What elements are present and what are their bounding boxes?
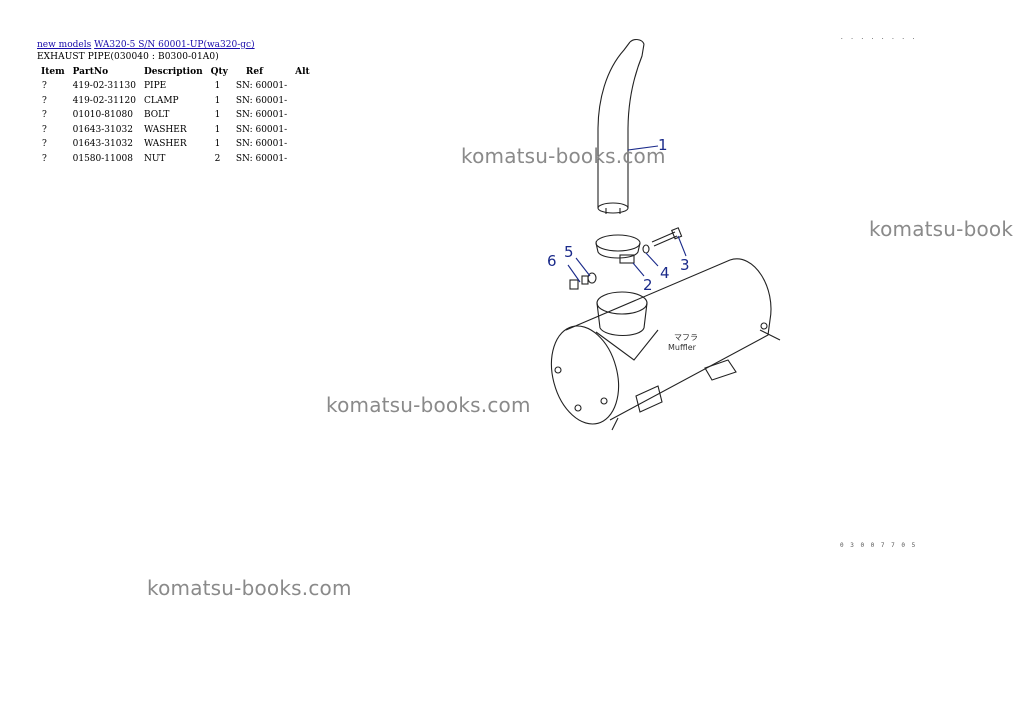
cell-alt bbox=[291, 108, 314, 123]
bolt-part bbox=[651, 227, 683, 247]
cell-qty: 2 bbox=[214, 153, 221, 164]
header-description: Description bbox=[143, 67, 203, 77]
callout-labels: 1 2 3 4 5 6 bbox=[547, 136, 690, 294]
cell-description: PIPE bbox=[143, 81, 167, 91]
watermark: komatsu-books.com bbox=[461, 144, 666, 168]
cell-item: ? bbox=[42, 139, 47, 149]
breadcrumb: new models WA320-5 S/N 60001-UP(wa320-gc… bbox=[37, 40, 255, 51]
cell-item: ? bbox=[42, 95, 47, 106]
cell-partno: 01643-31032 bbox=[72, 124, 133, 135]
cell-ref: SN: 60001- bbox=[235, 139, 288, 149]
cell-alt bbox=[291, 123, 314, 138]
cell-ref: SN: 60001- bbox=[235, 81, 288, 91]
cell-description: WASHER bbox=[143, 139, 187, 149]
cell-alt bbox=[291, 79, 314, 94]
cell-description: BOLT bbox=[143, 110, 170, 120]
header-ref: Ref bbox=[245, 67, 263, 77]
header-qty: Qty bbox=[210, 67, 228, 77]
parts-table: Item PartNo Description Qty Ref Alt ? 41… bbox=[37, 66, 314, 166]
callout-1: 1 bbox=[658, 136, 668, 154]
page-title: EXHAUST PIPE(030040 : B0300-01A0) bbox=[37, 52, 219, 62]
muffler-label-en: Muffler bbox=[668, 343, 697, 352]
table-header-row: Item PartNo Description Qty Ref Alt bbox=[37, 66, 314, 79]
cell-alt bbox=[291, 137, 314, 152]
cell-partno: 01580-11008 bbox=[72, 153, 133, 164]
header-alt: Alt bbox=[295, 67, 310, 77]
table-row: ? 01643-31032 WASHER 1 SN: 60001- bbox=[37, 137, 314, 152]
table-row: ? 01010-81080 BOLT 1 SN: 60001- bbox=[37, 108, 314, 123]
nut-part-6 bbox=[569, 279, 579, 290]
header-partno: PartNo bbox=[72, 67, 109, 77]
exhaust-pipe-part bbox=[597, 39, 645, 214]
diagram-code-bottom: 0 3 0 0 7 7 0 5 bbox=[840, 542, 917, 549]
table-row: ? 419-02-31120 CLAMP 1 SN: 60001- bbox=[37, 94, 314, 109]
cell-item: ? bbox=[42, 153, 47, 164]
cell-item: ? bbox=[42, 124, 47, 135]
cell-ref: SN: 60001- bbox=[235, 110, 288, 120]
table-row: ? 01643-31032 WASHER 1 SN: 60001- bbox=[37, 123, 314, 138]
cell-ref: SN: 60001- bbox=[235, 95, 288, 106]
callout-4: 4 bbox=[660, 264, 670, 282]
muffler-label-jp: マフラ bbox=[674, 333, 698, 342]
callout-2: 2 bbox=[643, 276, 653, 294]
cell-item: ? bbox=[42, 81, 47, 91]
cell-ref: SN: 60001- bbox=[235, 153, 288, 164]
cell-ref: SN: 60001- bbox=[235, 124, 288, 135]
cell-qty: 1 bbox=[214, 124, 221, 135]
diagram-code-top: . . . . . . . . bbox=[840, 34, 917, 41]
watermark: komatsu-books.com bbox=[147, 576, 352, 600]
callout-5: 5 bbox=[564, 243, 574, 261]
washer-part-4 bbox=[642, 244, 650, 254]
cell-qty: 1 bbox=[214, 110, 221, 120]
watermark: komatsu-book bbox=[869, 217, 1014, 241]
cell-partno: 419-02-31130 bbox=[72, 81, 136, 91]
muffler-body bbox=[550, 258, 781, 431]
cell-alt bbox=[291, 152, 314, 167]
cell-qty: 1 bbox=[214, 95, 221, 106]
table-row: ? 01580-11008 NUT 2 SN: 60001- bbox=[37, 152, 314, 167]
breadcrumb-link-new-models[interactable]: new models bbox=[37, 40, 92, 50]
callout-3: 3 bbox=[680, 256, 690, 274]
exhaust-pipe-diagram: 1 2 3 4 5 6 マフラ Muffler bbox=[547, 39, 781, 431]
cell-description: WASHER bbox=[143, 124, 187, 135]
cell-partno: 01010-81080 bbox=[72, 110, 133, 120]
table-row: ? 419-02-31130 PIPE 1 SN: 60001- bbox=[37, 79, 314, 94]
clamp-part bbox=[595, 234, 641, 264]
cell-description: NUT bbox=[143, 153, 166, 164]
header-item: Item bbox=[41, 67, 65, 77]
callout-6: 6 bbox=[547, 252, 557, 270]
cell-partno: 01643-31032 bbox=[72, 139, 133, 149]
breadcrumb-link-model[interactable]: WA320-5 S/N 60001-UP(wa320-gc) bbox=[94, 40, 255, 50]
cell-qty: 1 bbox=[214, 139, 221, 149]
watermark: komatsu-books.com bbox=[326, 393, 531, 417]
cell-description: CLAMP bbox=[143, 95, 179, 106]
cell-qty: 1 bbox=[214, 81, 221, 91]
cell-partno: 419-02-31120 bbox=[72, 95, 136, 106]
cell-item: ? bbox=[42, 110, 47, 120]
cell-alt bbox=[291, 94, 314, 109]
